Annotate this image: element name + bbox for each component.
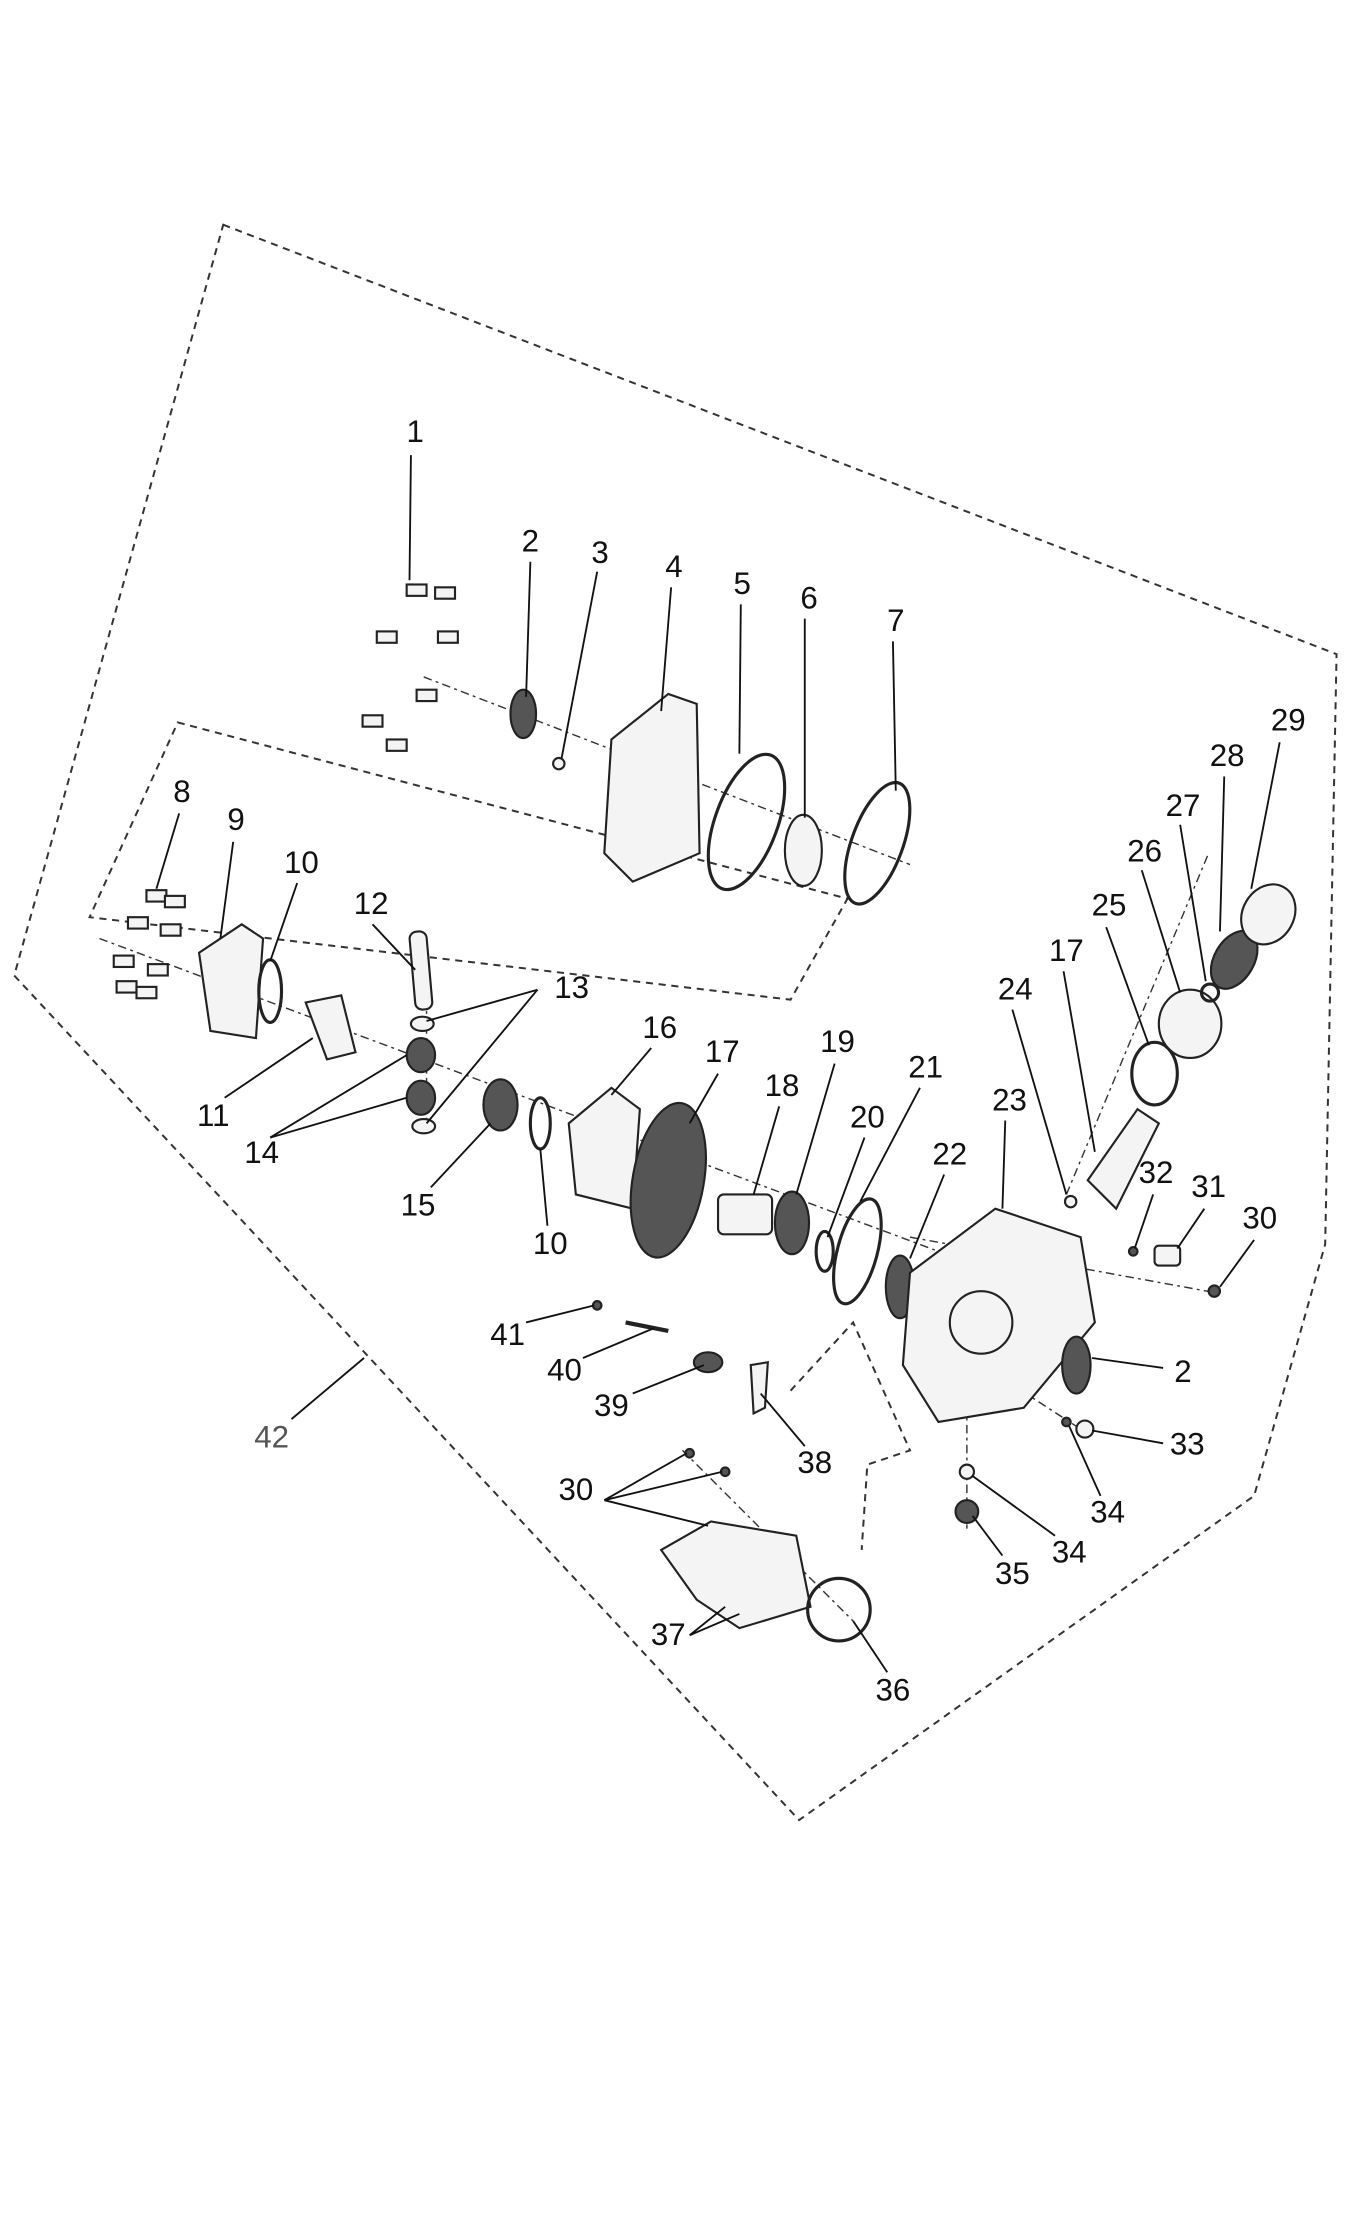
callout-19: 19 [820,1024,855,1059]
callout-14: 14 [244,1135,279,1170]
callout-18: 18 [765,1068,800,1103]
callout-13: 13 [554,970,589,1005]
callout-21: 21 [908,1050,943,1085]
callout-15: 15 [401,1188,436,1223]
callout-1: 1 [406,414,423,449]
callout-23: 23 [992,1082,1027,1117]
callout-2: 2 [522,524,539,559]
callout-2: 2 [1174,1354,1191,1389]
callout-24: 24 [998,971,1033,1006]
callout-40: 40 [547,1352,582,1387]
callout-7: 7 [887,603,904,638]
callout-22: 22 [932,1136,967,1171]
callout-11: 11 [197,1098,229,1133]
bolts-top [361,583,459,752]
callout-42: 42 [254,1419,289,1454]
callout-35: 35 [995,1556,1030,1591]
callout-5: 5 [734,566,751,601]
callout-17: 17 [1049,933,1084,968]
callout-6: 6 [800,580,817,615]
callout-39: 39 [594,1388,629,1423]
leader-lines [155,455,1281,1673]
callout-41: 41 [490,1317,525,1352]
callout-10: 10 [284,845,319,880]
callout-36: 36 [876,1672,911,1707]
callout-33: 33 [1170,1426,1205,1461]
callout-20: 20 [850,1099,885,1134]
callout-29: 29 [1271,703,1306,738]
callout-17: 17 [705,1034,740,1069]
assembly-boundary [13,223,1338,1822]
callout-27: 27 [1166,788,1201,823]
callout-28: 28 [1210,738,1245,773]
callout-37: 37 [651,1617,686,1652]
callout-16: 16 [642,1010,677,1045]
callout-34: 34 [1052,1534,1087,1569]
callout-12: 12 [354,886,389,921]
callout-30: 30 [1242,1200,1277,1235]
callout-4: 4 [665,549,682,584]
callout-32: 32 [1139,1155,1174,1190]
callout-9: 9 [227,802,244,837]
callout-8: 8 [173,774,190,809]
callout-26: 26 [1127,833,1162,868]
callout-30: 30 [558,1472,593,1507]
callout-3: 3 [591,535,608,570]
callout-31: 31 [1191,1169,1226,1204]
bolts-left [112,889,186,1000]
callout-38: 38 [797,1445,832,1480]
lower-boundary [789,1320,912,1551]
callout-34: 34 [1090,1495,1125,1530]
parts [112,583,1297,1643]
callout-25: 25 [1092,888,1127,923]
callout-10: 10 [533,1226,568,1261]
